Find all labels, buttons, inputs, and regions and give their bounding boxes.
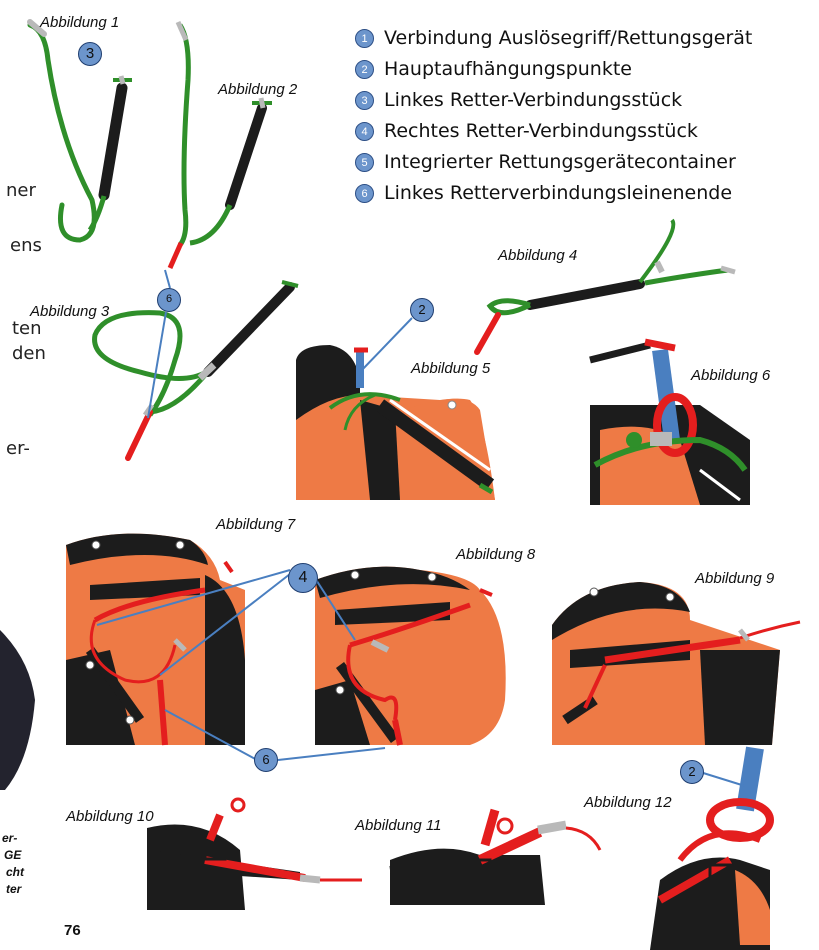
legend-item: 3 Linkes Retter-Verbindungsstück	[355, 86, 682, 114]
figure-3-drawing	[95, 282, 298, 458]
figure-2-caption: Abbildung 2	[218, 81, 297, 98]
cut-caption-fragment: GE	[4, 848, 21, 862]
cut-caption-fragment: cht	[6, 865, 24, 879]
cut-text-fragment: den	[12, 343, 46, 364]
figure-12-caption: Abbildung 12	[584, 794, 672, 811]
cropped-harness-image	[0, 630, 35, 790]
legend-number-badge: 4	[355, 122, 374, 141]
figure-1-caption: Abbildung 1	[40, 14, 119, 31]
cut-text-fragment: ten	[12, 318, 42, 339]
cut-caption-fragment: ter	[6, 882, 21, 896]
legend-item: 2 Hauptaufhängungspunkte	[355, 55, 632, 83]
legend-number-badge: 3	[355, 91, 374, 110]
legend-number-badge: 2	[355, 60, 374, 79]
callout-2-fig12: 2	[680, 760, 704, 784]
callout-2-fig5: 2	[410, 298, 434, 322]
legend-item: 6 Linkes Retterverbindungsleinenende	[355, 179, 732, 207]
leader-line-2b	[700, 772, 745, 786]
legend-item: 5 Integrierter Rettungsgerätecontainer	[355, 148, 736, 176]
figure-7-drawing	[66, 534, 245, 745]
figure-9-drawing	[552, 582, 800, 745]
legend-item: 4 Rechtes Retter-Verbindungsstück	[355, 117, 698, 145]
figure-5-caption: Abbildung 5	[411, 360, 490, 377]
figure-8-caption: Abbildung 8	[456, 546, 535, 563]
legend-label: Hauptaufhängungspunkte	[384, 58, 632, 80]
legend-number-badge: 5	[355, 153, 374, 172]
legend-label: Linkes Retter-Verbindungsstück	[384, 89, 682, 111]
legend-label: Verbindung Auslösegriff/Rettungsgerät	[384, 27, 752, 49]
legend-item: 1 Verbindung Auslösegriff/Rettungsgerät	[355, 24, 752, 52]
callout-6-top: 6	[157, 288, 181, 312]
callout-6-bottom: 6	[254, 748, 278, 772]
figure-6-caption: Abbildung 6	[691, 367, 770, 384]
legend-label: Rechtes Retter-Verbindungsstück	[384, 120, 698, 142]
figure-8-drawing	[315, 567, 506, 745]
figure-7-caption: Abbildung 7	[216, 516, 295, 533]
legend-label: Integrierter Rettungsgerätecontainer	[384, 151, 736, 173]
legend-label: Linkes Retterverbindungsleinenende	[384, 182, 732, 204]
figure-4-caption: Abbildung 4	[498, 247, 577, 264]
cut-text-fragment: ner	[6, 180, 36, 201]
figure-9-caption: Abbildung 9	[695, 570, 774, 587]
callout-3: 3	[78, 42, 102, 66]
cut-text-fragment: ens	[10, 235, 42, 256]
figure-3-caption: Abbildung 3	[30, 303, 109, 320]
leader-line-2	[360, 318, 412, 372]
callout-4: 4	[288, 563, 318, 593]
figure-10-caption: Abbildung 10	[66, 808, 154, 825]
legend-number-badge: 6	[355, 184, 374, 203]
legend-number-badge: 1	[355, 29, 374, 48]
cut-text-fragment: er-	[6, 438, 30, 459]
figure-11-caption: Abbildung 11	[355, 817, 441, 834]
cut-caption-fragment: er-	[2, 831, 17, 845]
figure-10-drawing	[147, 799, 362, 910]
figure-12-drawing	[650, 748, 770, 950]
page-number: 76	[64, 922, 81, 939]
figure-4-drawing	[477, 220, 735, 352]
figure-2-drawing	[170, 22, 272, 268]
